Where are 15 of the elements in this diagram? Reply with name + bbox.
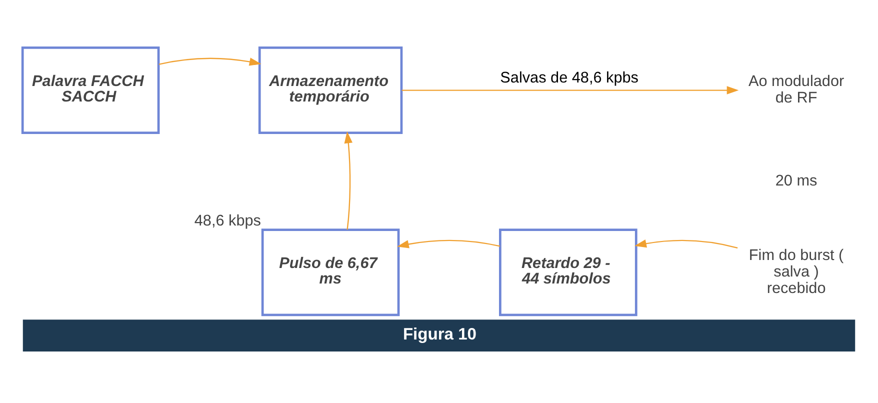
arrow (634, 239, 738, 248)
arrow (158, 57, 262, 66)
edge-label: Salvas de 48,6 kpbs (500, 68, 638, 86)
node-label: 48,6 kbps (194, 212, 261, 230)
caption: Figura 10 (402, 324, 477, 343)
label: 20 ms (775, 172, 818, 189)
node-box: Pulso de 6,67 ms (261, 228, 400, 316)
node-box: Armazenamento temporário (258, 46, 403, 134)
arrow (344, 130, 352, 230)
arrow (402, 86, 739, 94)
node-box: Palavra FACCH SACCH (21, 46, 160, 134)
node-text: Ao modulador de RF (748, 72, 844, 106)
arrow (397, 239, 500, 248)
node-box: Retardo 29 - 44 símbolos (499, 228, 638, 316)
node-text: Fim do burst ( salva ) recebido (748, 246, 844, 296)
